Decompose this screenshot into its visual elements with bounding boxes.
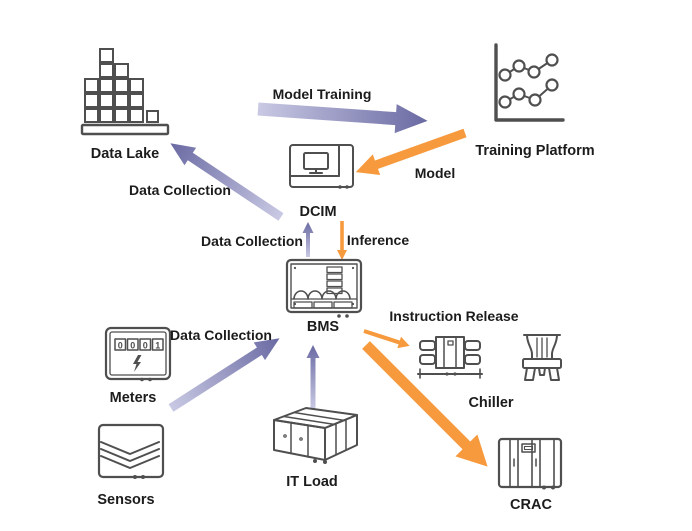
bms-label: BMS (306, 319, 340, 335)
meter-digit: 1 (155, 341, 160, 351)
instruction-release-chiller-arrow (363, 329, 410, 349)
lightning-icon (133, 355, 142, 372)
model-training-arrow (257, 102, 428, 134)
sensors-icon (97, 423, 165, 479)
training-platform-label: Training Platform (475, 143, 595, 159)
dcim-label: DCIM (299, 204, 337, 220)
dcim-icon (289, 144, 354, 189)
instruction-release-label: Instruction Release (389, 308, 519, 324)
data-collection-bms-to-dcim-arrow (302, 222, 314, 257)
model-training-label: Model Training (272, 86, 372, 102)
crac-icon (497, 437, 563, 490)
meters-icon: 0 0 0 1 (104, 326, 172, 382)
data-collection-sensors-to-bms-arrow (168, 338, 280, 412)
it-load-icon (273, 407, 358, 464)
sensors-label: Sensors (97, 492, 155, 508)
data-collection-lower-label: Data Collection (170, 327, 272, 343)
data-collection-mid-label: Data Collection (201, 233, 303, 249)
data-lake-icon (80, 48, 170, 136)
cooling-tower-icon (522, 334, 562, 381)
data-collection-upper-label: Data Collection (129, 182, 231, 198)
inference-arrow (337, 221, 347, 260)
chiller-label: Chiller (468, 395, 514, 411)
data-lake-label: Data Lake (90, 146, 160, 162)
model-arrow (355, 128, 467, 176)
bms-icon (285, 258, 363, 318)
crac-label: CRAC (510, 497, 552, 513)
training-platform-icon (494, 43, 565, 122)
chiller-icon (417, 336, 483, 379)
meter-digit: 0 (130, 341, 135, 351)
data-collection-dcim-to-lake-arrow (170, 143, 284, 221)
meter-digit: 0 (143, 341, 148, 351)
instruction-release-crac-arrow (362, 341, 488, 467)
it-load-to-bms-arrow (306, 345, 320, 409)
meter-digit: 0 (118, 341, 123, 351)
meters-label: Meters (109, 390, 157, 406)
it-load-label: IT Load (286, 474, 338, 490)
inference-label: Inference (346, 232, 410, 248)
model-label: Model (414, 165, 456, 181)
